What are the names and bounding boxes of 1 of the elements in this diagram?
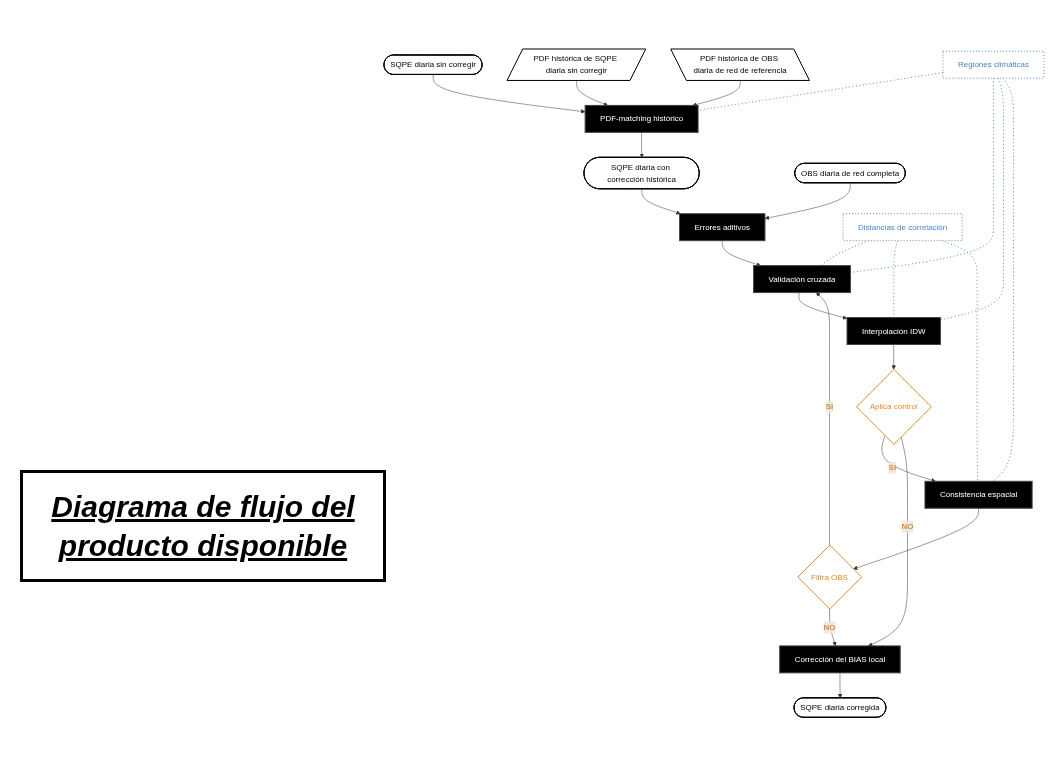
diagram-title: Diagrama de flujo del producto disponible	[20, 470, 386, 582]
